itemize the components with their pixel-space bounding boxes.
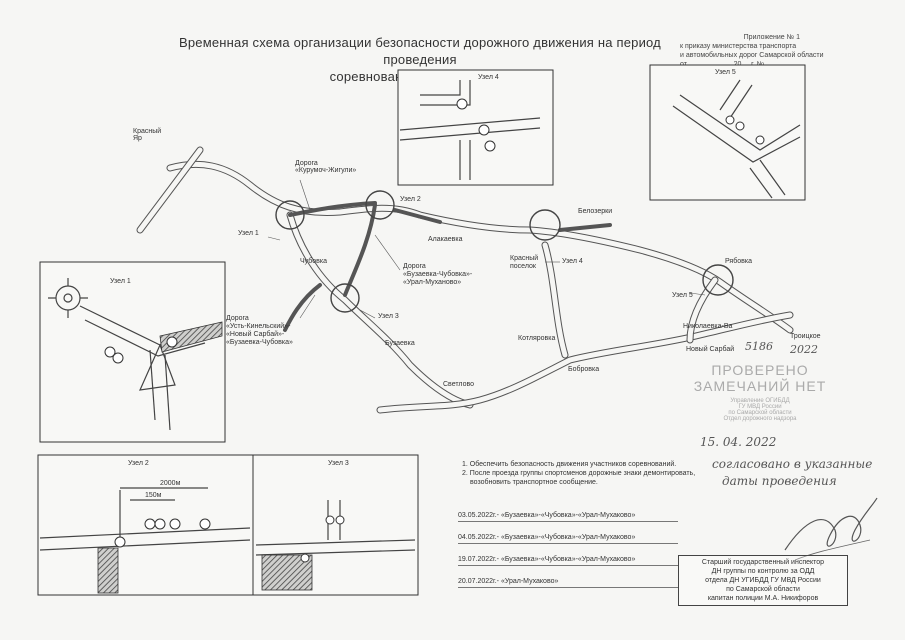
note-1: 1. Обеспечить безопасность движения учас…: [462, 461, 677, 468]
label-troitskoe: Троицкое: [790, 333, 821, 340]
inset-uzel1-frame: [39, 261, 226, 443]
road-south-chubovka: [286, 211, 474, 409]
handwritten-year: 2022: [790, 343, 818, 356]
label-bobrovka: Бобровка: [568, 366, 600, 373]
race-route: [288, 201, 442, 297]
junction-circle-2: [365, 190, 395, 220]
label-ryabovka: Рябовка: [725, 258, 752, 265]
junction-circle-5: [702, 264, 734, 296]
label-novyi-sarbay: Новый Сарбай: [686, 346, 735, 353]
label-belozerki: Белозерки: [578, 208, 613, 215]
inset-uzel1-signs: [104, 336, 178, 364]
junction-circles: [275, 190, 734, 313]
label-nikolaevka: Николаевка-Ва: [683, 323, 733, 330]
handwritten-approval-1: согласовано в указанные: [712, 457, 873, 471]
label-uzel2: Узел 2: [400, 196, 421, 203]
stamp-date: 15. 04. 2022: [700, 435, 777, 449]
schedule-item-2: 04.05.2022г.- «Бузаевка»-«Чубовка»-«Урал…: [458, 534, 636, 541]
stamp-line-2: ЗАМЕЧАНИЙ НЕТ: [693, 378, 827, 394]
label-uzel1: Узел 1: [238, 230, 259, 237]
appendix-line-3: и автомобильных дорог Самарской области: [680, 52, 824, 59]
schedule-list: 03.05.2022г.- «Бузаевка»-«Чубовка»-«Урал…: [458, 512, 678, 588]
label-alakaevka: Алакаевка: [428, 236, 463, 243]
label-uzel5: Узел 5: [672, 292, 693, 299]
appendix-line-2: к приказу министерства транспорта: [680, 43, 797, 50]
stamp-line-6: Отдел дорожного надзора: [723, 416, 797, 422]
inset-uzel2-drawing: [39, 487, 251, 551]
label-uzel4: Узел 4: [562, 258, 583, 265]
inspector-stamp: Старший государственный инспектор ДН гру…: [678, 555, 848, 606]
inset-uzel2-frame: [37, 454, 254, 596]
label-road-chub-uraz: Дорога «Бузаевка-Чубовка»- «Урал-Муханов…: [403, 263, 473, 286]
road-ust-kinel: [283, 283, 322, 332]
inset-uzel5-frame: [649, 64, 806, 201]
inset-uzel1-title: Узел 1: [110, 278, 131, 285]
label-svetlovka: Светлово: [443, 381, 474, 388]
label-kotlyarovka: Котляровка: [518, 335, 556, 342]
label-krasny-yar: Красный Яр: [133, 128, 162, 142]
label-chubovka: Чубовка: [300, 258, 327, 265]
handwritten-approval-2: даты проведения: [722, 474, 837, 488]
notes-block: 1. Обеспечить безопасность движения учас…: [462, 460, 695, 487]
note-3: возобновить транспортное сообщение.: [470, 479, 598, 486]
inset-uzel5-title: Узел 5: [715, 69, 736, 76]
label-kr-poselok: Красный поселок: [510, 255, 539, 270]
label-buzaevka: Бузаевка: [385, 340, 415, 347]
inset-uzel2-title: Узел 2: [128, 460, 149, 467]
inset-uzel2-dist1: 2000м: [160, 480, 181, 487]
inspector-line-1: Старший государственный инспектор: [701, 559, 825, 566]
appendix-line-1: Приложение № 1: [743, 34, 800, 41]
inspector-line-3: отдела ДН УГИБДД ГУ МВД России: [705, 577, 821, 584]
label-road-ust-kinel: Дорога «Усть-Кинельский»- «Новый Сарбай»…: [226, 315, 293, 346]
stamp-line-4: ГУ МВД России: [738, 404, 782, 410]
inset-uzel2-hatched-road: [97, 547, 119, 594]
title-line-1: Временная схема организации безопасности…: [179, 35, 661, 67]
schedule-item-4: 20.07.2022г.- «Урал-Мухаково»: [458, 578, 559, 585]
inspector-line-5: капитан полиции М.А. Никифоров: [707, 595, 819, 602]
signature: [784, 497, 878, 561]
label-road-kr: Дорога «Курумоч-Жигули»: [295, 160, 357, 174]
schedule-item-3: 19.07.2022г.- «Бузаевка»-«Чубовка»-«Урал…: [458, 556, 636, 563]
road-network: [136, 146, 794, 414]
junction-circle-3: [330, 283, 360, 313]
inset-uzel3-title: Узел 3: [328, 460, 349, 467]
inset-uzel4-drawing: [399, 80, 541, 180]
junction-circle-1: [275, 200, 305, 230]
handwritten-number: 5186: [745, 340, 773, 353]
inset-uzel4-title: Узел 4: [478, 74, 499, 81]
road-belozerki: [558, 223, 612, 232]
inspector-line-2: ДН группы по контролю за ОДД: [711, 568, 815, 575]
stamp-line-5: по Самарской области: [728, 410, 792, 416]
inset-uzel4-frame: [397, 69, 554, 186]
junction-circle-4: [529, 209, 561, 241]
approval-stamp: ПРОВЕРЕНО ЗАМЕЧАНИЙ НЕТ Управление ОГИБД…: [690, 362, 830, 422]
inset-uzel5-drawing: [672, 79, 801, 199]
stamp-line-3: Управление ОГИБДД: [730, 398, 790, 404]
schedule-item-1: 03.05.2022г.- «Бузаевка»-«Чубовка»-«Урал…: [458, 512, 636, 519]
inset-uzel2-dist2: 150м: [145, 492, 162, 499]
stamp-line-1: ПРОВЕРЕНО: [711, 362, 809, 378]
inspector-line-4: по Самарской области: [726, 586, 800, 593]
label-uzel3: Узел 3: [378, 313, 399, 320]
note-2: 2. После проезда группы спортсменов доро…: [462, 470, 696, 477]
